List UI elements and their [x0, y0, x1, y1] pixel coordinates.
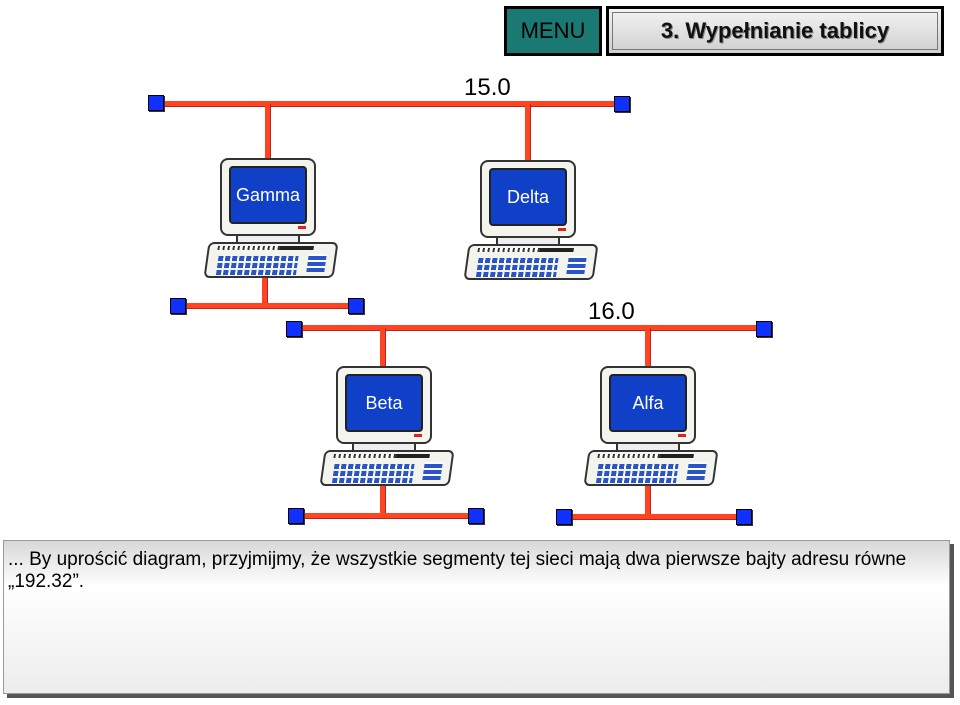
keyboard	[583, 450, 719, 486]
network-label-top: 15.0	[464, 74, 511, 101]
monitor: Gamma	[220, 158, 316, 236]
gamma-lower-node-right	[348, 298, 364, 314]
power-led	[414, 434, 422, 437]
middle-segment-node-right	[756, 321, 772, 337]
top-segment-node-right	[614, 96, 630, 112]
gamma-lower-node-left	[170, 298, 186, 314]
beta-drop-wire	[380, 328, 386, 368]
power-led	[678, 434, 686, 437]
description-panel: ... By uprościć diagram, przyjmijmy, że …	[3, 540, 950, 694]
power-led	[558, 228, 566, 231]
middle-segment-node-left	[286, 321, 302, 337]
alfa-lower-segment	[568, 514, 740, 520]
gamma-drop-wire	[265, 104, 271, 160]
description-text: ... By uprościć diagram, przyjmijmy, że …	[8, 549, 912, 592]
keyboard	[319, 450, 455, 486]
computer-delta[interactable]: Delta	[463, 160, 606, 288]
beta-lower-segment	[300, 513, 476, 519]
beta-lower-node-right	[468, 508, 484, 524]
middle-segment-wire	[298, 325, 758, 331]
top-segment-node-left	[148, 95, 164, 111]
keyboard	[463, 244, 599, 280]
power-led	[298, 226, 306, 229]
keyboard	[203, 242, 339, 278]
computer-gamma[interactable]: Gamma	[203, 158, 346, 286]
menu-button[interactable]: MENU	[504, 6, 602, 56]
top-segment-wire	[160, 101, 620, 107]
beta-lower-wire	[380, 486, 386, 516]
alfa-lower-node-right	[736, 509, 752, 525]
monitor: Delta	[480, 160, 576, 238]
computer-label-gamma: Gamma	[229, 166, 307, 224]
alfa-lower-node-left	[556, 509, 572, 525]
gamma-lower-wire	[262, 278, 268, 304]
computer-alfa[interactable]: Alfa	[583, 366, 726, 494]
monitor: Alfa	[600, 366, 696, 444]
gamma-lower-segment	[182, 303, 354, 309]
network-label-middle: 16.0	[588, 298, 635, 325]
alfa-lower-wire	[645, 486, 651, 516]
slide-title: 3. Wypełnianie tablicy	[606, 6, 944, 56]
computer-beta[interactable]: Beta	[319, 366, 462, 494]
computer-label-delta: Delta	[489, 168, 567, 226]
computer-label-alfa: Alfa	[609, 374, 687, 432]
alfa-drop-wire	[645, 328, 651, 368]
monitor: Beta	[336, 366, 432, 444]
delta-drop-wire	[525, 104, 531, 162]
beta-lower-node-left	[288, 508, 304, 524]
computer-label-beta: Beta	[345, 374, 423, 432]
